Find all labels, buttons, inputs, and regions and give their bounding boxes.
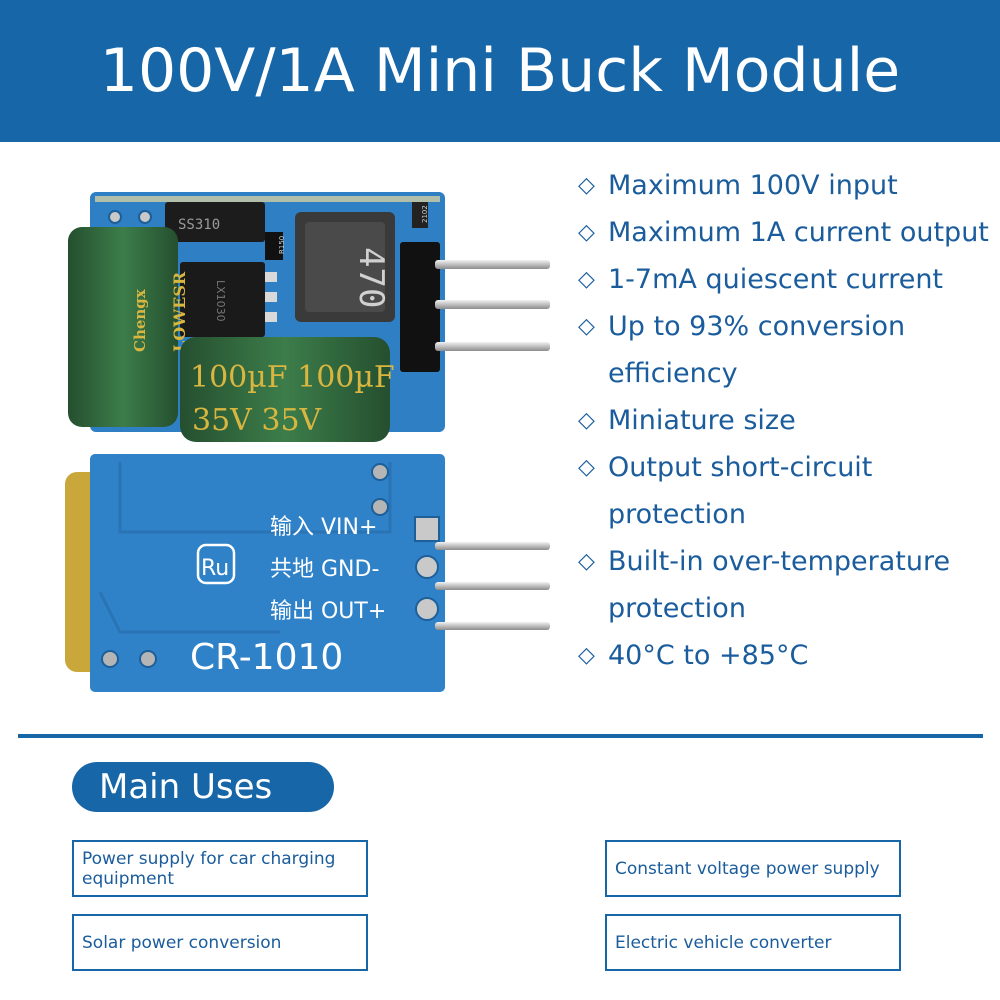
feature-item: ◇Miniature size	[578, 397, 993, 444]
main-uses-heading: Main Uses	[72, 762, 334, 812]
feature-item: ◇Output short-circuit protection	[578, 444, 993, 538]
pin-header	[400, 242, 440, 372]
capacitor-lowesr: LOWESR	[170, 271, 189, 352]
feature-list: ◇Maximum 100V input ◇Maximum 1A current …	[578, 162, 993, 679]
use-label: Electric vehicle converter	[615, 932, 832, 953]
resistor-marking: R150	[278, 236, 286, 254]
capacitor-value: 100µF 100µF	[190, 360, 395, 395]
capacitor-voltage: 35V 35V	[192, 403, 323, 438]
page-title: 100V/1A Mini Buck Module	[99, 36, 901, 106]
diamond-bullet-icon: ◇	[578, 220, 595, 245]
feature-item: ◇40°C to +85°C	[578, 632, 993, 679]
diode	[165, 202, 265, 242]
use-label: Solar power conversion	[82, 932, 282, 953]
use-label: Constant voltage power supply	[615, 858, 880, 879]
label-out: 输出 OUT+	[270, 599, 386, 624]
pin-gnd	[435, 582, 550, 590]
header-pin	[435, 300, 550, 309]
use-box: Constant voltage power supply	[605, 840, 901, 897]
diamond-bullet-icon: ◇	[578, 314, 595, 339]
use-box: Electric vehicle converter	[605, 914, 901, 971]
use-box: Solar power conversion	[72, 914, 368, 971]
label-vin: 输入 VIN+	[270, 515, 377, 540]
section-divider	[18, 734, 983, 738]
feature-item: ◇Built-in over-temperature protection	[578, 538, 993, 632]
side-capacitor	[68, 227, 178, 427]
regulator-chip	[180, 262, 265, 337]
feature-item: ◇Up to 93% conversion efficiency	[578, 303, 993, 397]
diamond-bullet-icon: ◇	[578, 173, 595, 198]
top-board: SS310 R150 2102 LX1030 470 Chengx LOWESR…	[68, 192, 550, 442]
header-pin	[435, 342, 550, 351]
feature-item: ◇Maximum 1A current output	[578, 209, 993, 256]
model-label: CR-1010	[190, 637, 343, 678]
header-pin	[435, 260, 550, 269]
capacitor-brand: Chengx	[131, 288, 149, 352]
diamond-bullet-icon: ◇	[578, 643, 595, 668]
diamond-bullet-icon: ◇	[578, 455, 595, 480]
ru-logo-text: Ru	[201, 556, 229, 581]
diode-marking: SS310	[178, 217, 220, 233]
title-banner: 100V/1A Mini Buck Module	[0, 0, 1000, 142]
chip-marking: LX1030	[214, 280, 227, 322]
main-capacitor	[180, 337, 390, 442]
diamond-bullet-icon: ◇	[578, 408, 595, 433]
product-photo: SS310 R150 2102 LX1030 470 Chengx LOWESR…	[65, 192, 550, 692]
inductor-marking: 470	[351, 247, 391, 308]
ru-logo	[196, 543, 236, 585]
pin-out	[435, 622, 550, 630]
resistor-marking-2: 2102	[421, 205, 429, 223]
bottom-board: 输入 VIN+ 共地 GND- 输出 OUT+ Ru CR-1010	[65, 454, 550, 692]
diamond-bullet-icon: ◇	[578, 267, 595, 292]
use-label: Power supply for car charging equipment	[82, 848, 336, 889]
label-gnd: 共地 GND-	[270, 557, 379, 582]
feature-item: ◇Maximum 100V input	[578, 162, 993, 209]
pin-vin	[435, 542, 550, 550]
diamond-bullet-icon: ◇	[578, 549, 595, 574]
use-box: Power supply for car charging equipment	[72, 840, 368, 897]
feature-item: ◇1-7mA quiescent current	[578, 256, 993, 303]
